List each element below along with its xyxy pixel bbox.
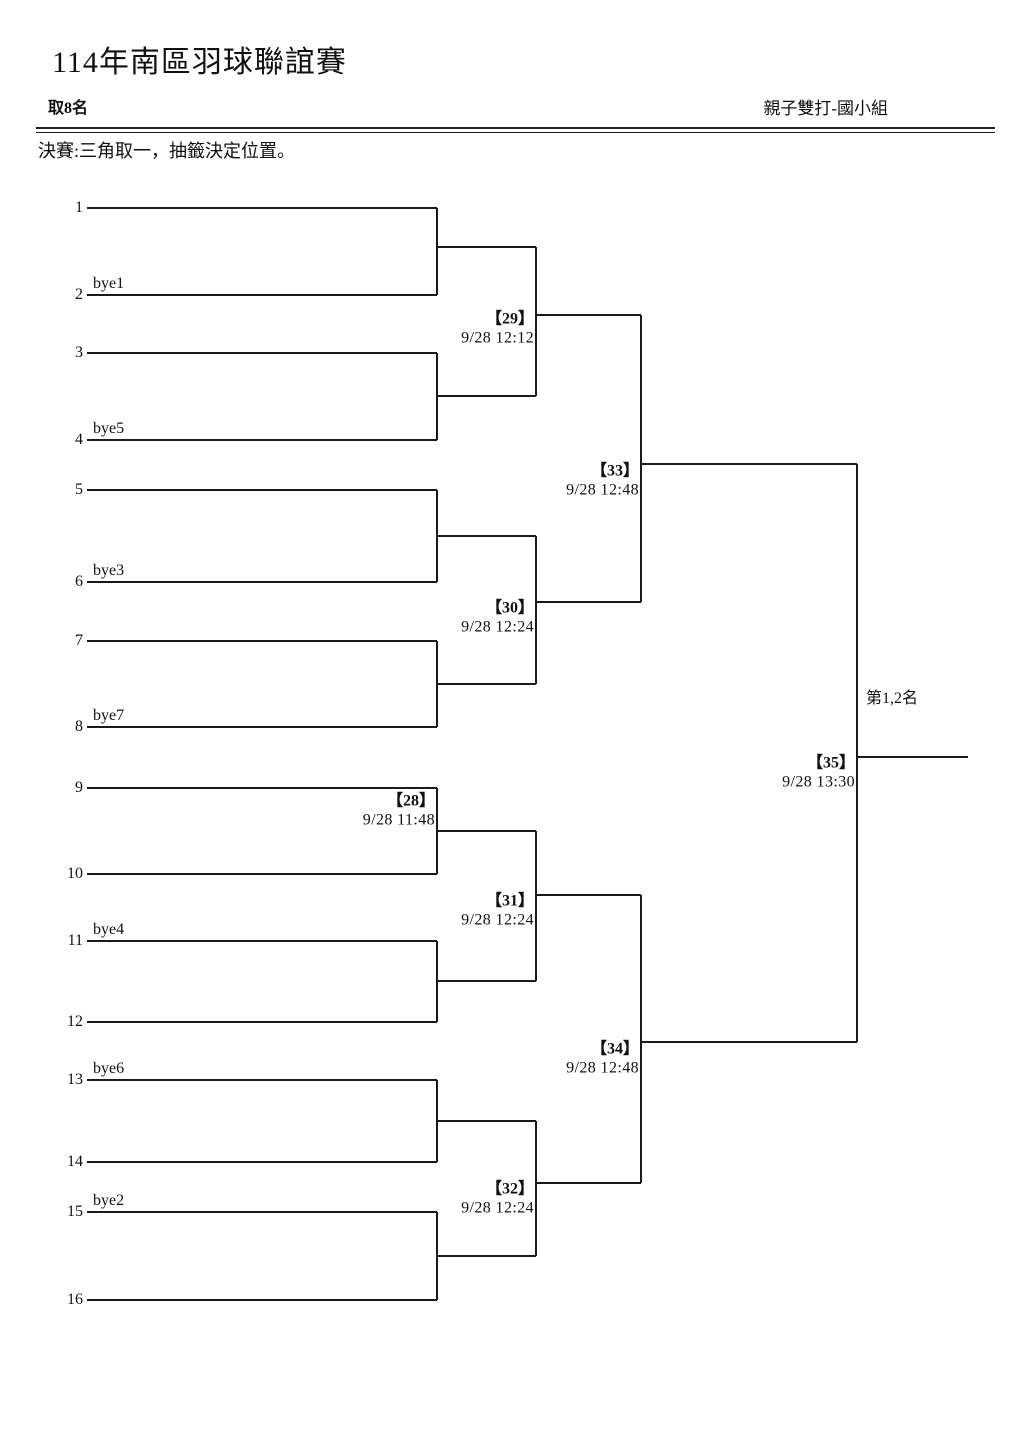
match-28: 【28】9/28 11:48 xyxy=(363,792,435,830)
match-code: 【35】 xyxy=(806,754,855,772)
match-33: 【33】9/28 12:48 xyxy=(566,462,639,500)
match-30: 【30】9/28 12:24 xyxy=(461,599,534,637)
seed-number-3: 3 xyxy=(75,344,83,361)
match-time: 9/28 12:24 xyxy=(461,911,534,929)
match-35: 【35】9/28 13:30 xyxy=(782,754,855,792)
seed-number-6: 6 xyxy=(75,573,83,590)
match-time: 9/28 13:30 xyxy=(782,773,855,791)
bye-label-bye7: bye7 xyxy=(93,707,125,724)
bye-label-bye3: bye3 xyxy=(93,562,125,579)
match-32: 【32】9/28 12:24 xyxy=(461,1180,534,1218)
seed-number-1: 1 xyxy=(75,199,83,216)
event-name: 親子雙打-國小組 xyxy=(763,99,888,118)
seed-number-10: 10 xyxy=(67,865,83,882)
seed-number-16: 16 xyxy=(67,1291,83,1308)
match-code: 【30】 xyxy=(485,599,534,617)
seed-number-11: 11 xyxy=(67,932,83,949)
seed-number-4: 4 xyxy=(75,431,83,448)
header-rule-top xyxy=(36,127,995,129)
match-time: 9/28 12:48 xyxy=(566,1059,639,1077)
header-rule-bottom xyxy=(36,132,995,133)
bye-label-bye6: bye6 xyxy=(93,1060,125,1077)
match-time: 9/28 11:48 xyxy=(362,811,435,829)
final-note: 決賽:三角取一，抽籤決定位置。 xyxy=(38,141,295,161)
match-time: 9/28 12:24 xyxy=(461,618,534,636)
seed-number-9: 9 xyxy=(75,779,83,796)
match-code: 【31】 xyxy=(485,892,534,910)
bye-label-bye5: bye5 xyxy=(93,420,125,437)
match-time: 9/28 12:12 xyxy=(461,329,534,347)
page-title: 114年南區羽球聯誼賽 xyxy=(52,46,347,79)
seed-number-14: 14 xyxy=(67,1153,83,1170)
seed-number-15: 15 xyxy=(67,1203,83,1220)
seed-number-13: 13 xyxy=(67,1071,83,1088)
match-time: 9/28 12:48 xyxy=(566,481,639,499)
placement-label: 第1,2名 xyxy=(866,690,919,707)
match-code: 【32】 xyxy=(485,1180,534,1198)
seed-number-8: 8 xyxy=(75,718,83,735)
seed-number-5: 5 xyxy=(75,481,83,498)
bye-label-bye2: bye2 xyxy=(93,1192,125,1209)
match-code: 【29】 xyxy=(485,310,534,328)
bye-label-bye4: bye4 xyxy=(93,921,125,938)
seed-number-12: 12 xyxy=(67,1013,83,1030)
match-34: 【34】9/28 12:48 xyxy=(566,1040,639,1078)
seed-number-2: 2 xyxy=(75,286,83,303)
match-time: 9/28 12:24 xyxy=(461,1199,534,1217)
qualify-note: 取8名 xyxy=(48,100,89,117)
match-code: 【33】 xyxy=(590,462,639,480)
seed-number-7: 7 xyxy=(75,632,83,649)
match-code: 【28】 xyxy=(386,792,435,810)
match-31: 【31】9/28 12:24 xyxy=(461,892,534,930)
match-29: 【29】9/28 12:12 xyxy=(461,310,534,348)
bye-label-bye1: bye1 xyxy=(93,275,125,292)
match-code: 【34】 xyxy=(590,1040,639,1058)
